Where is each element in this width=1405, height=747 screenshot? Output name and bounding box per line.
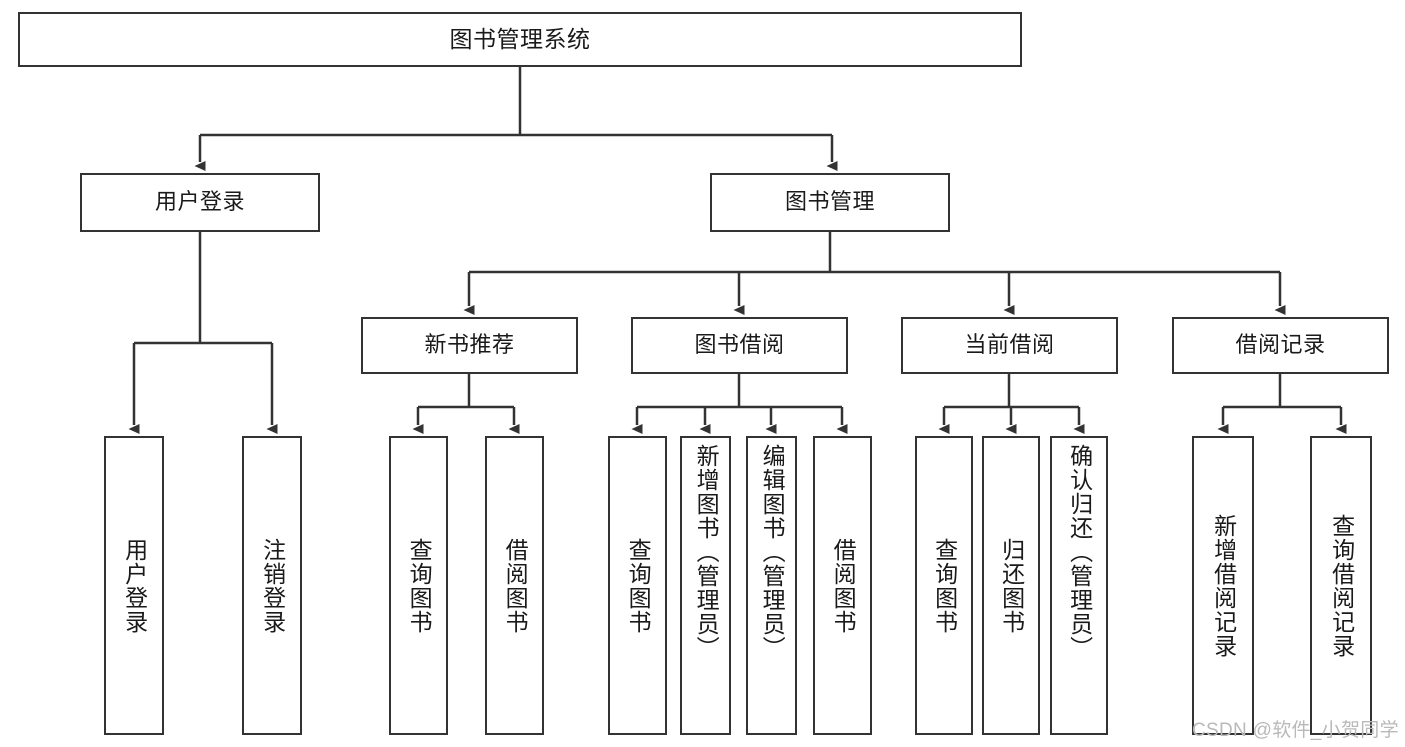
node-book-borrow[interactable]: 图书借阅	[631, 317, 848, 374]
node-leaf-label: 新增图书（管理员）	[693, 444, 720, 660]
node-borrow-record[interactable]: 借阅记录	[1172, 317, 1389, 374]
node-leaf-label: 借阅图书	[830, 537, 857, 634]
node-leaf-user-login[interactable]: 用户登录	[104, 436, 164, 735]
node-book-manage[interactable]: 图书管理	[710, 173, 950, 232]
node-root-system[interactable]: 图书管理系统	[18, 12, 1022, 67]
node-user-login[interactable]: 用户登录	[80, 173, 320, 232]
node-leaf-query-book-rec[interactable]: 查询图书	[389, 436, 448, 735]
node-leaf-query-book-borrow[interactable]: 查询图书	[608, 436, 667, 735]
node-leaf-return-book[interactable]: 归还图书	[982, 436, 1040, 735]
node-leaf-confirm-return-admin[interactable]: 确认归还（管理员）	[1050, 436, 1108, 735]
node-leaf-query-book-current[interactable]: 查询图书	[915, 436, 973, 735]
csdn-watermark: CSDN @软件_小贺同学	[1192, 720, 1399, 741]
node-leaf-label: 编辑图书（管理员）	[759, 444, 786, 660]
node-leaf-label: 查询借阅记录	[1328, 513, 1355, 658]
node-leaf-label: 用户登录	[121, 537, 148, 634]
node-leaf-add-borrow-record[interactable]: 新增借阅记录	[1192, 436, 1254, 735]
node-leaf-label: 查询图书	[931, 537, 958, 634]
node-current-borrow[interactable]: 当前借阅	[901, 317, 1118, 374]
node-leaf-edit-book-admin[interactable]: 编辑图书（管理员）	[746, 436, 797, 735]
node-leaf-label: 借阅图书	[502, 537, 529, 634]
node-leaf-label: 归还图书	[998, 537, 1025, 634]
node-leaf-add-book-admin[interactable]: 新增图书（管理员）	[680, 436, 731, 735]
node-leaf-query-borrow-record[interactable]: 查询借阅记录	[1310, 436, 1372, 735]
node-new-book-recommend[interactable]: 新书推荐	[361, 317, 578, 374]
node-leaf-label: 确认归还（管理员）	[1066, 444, 1093, 660]
node-leaf-borrow-book[interactable]: 借阅图书	[813, 436, 872, 735]
node-leaf-label: 注销登录	[259, 537, 286, 634]
node-leaf-borrow-book-rec[interactable]: 借阅图书	[485, 436, 544, 735]
node-leaf-logout[interactable]: 注销登录	[242, 436, 302, 735]
node-leaf-label: 查询图书	[406, 537, 433, 634]
node-leaf-label: 新增借阅记录	[1210, 513, 1237, 658]
node-leaf-label: 查询图书	[625, 537, 652, 634]
